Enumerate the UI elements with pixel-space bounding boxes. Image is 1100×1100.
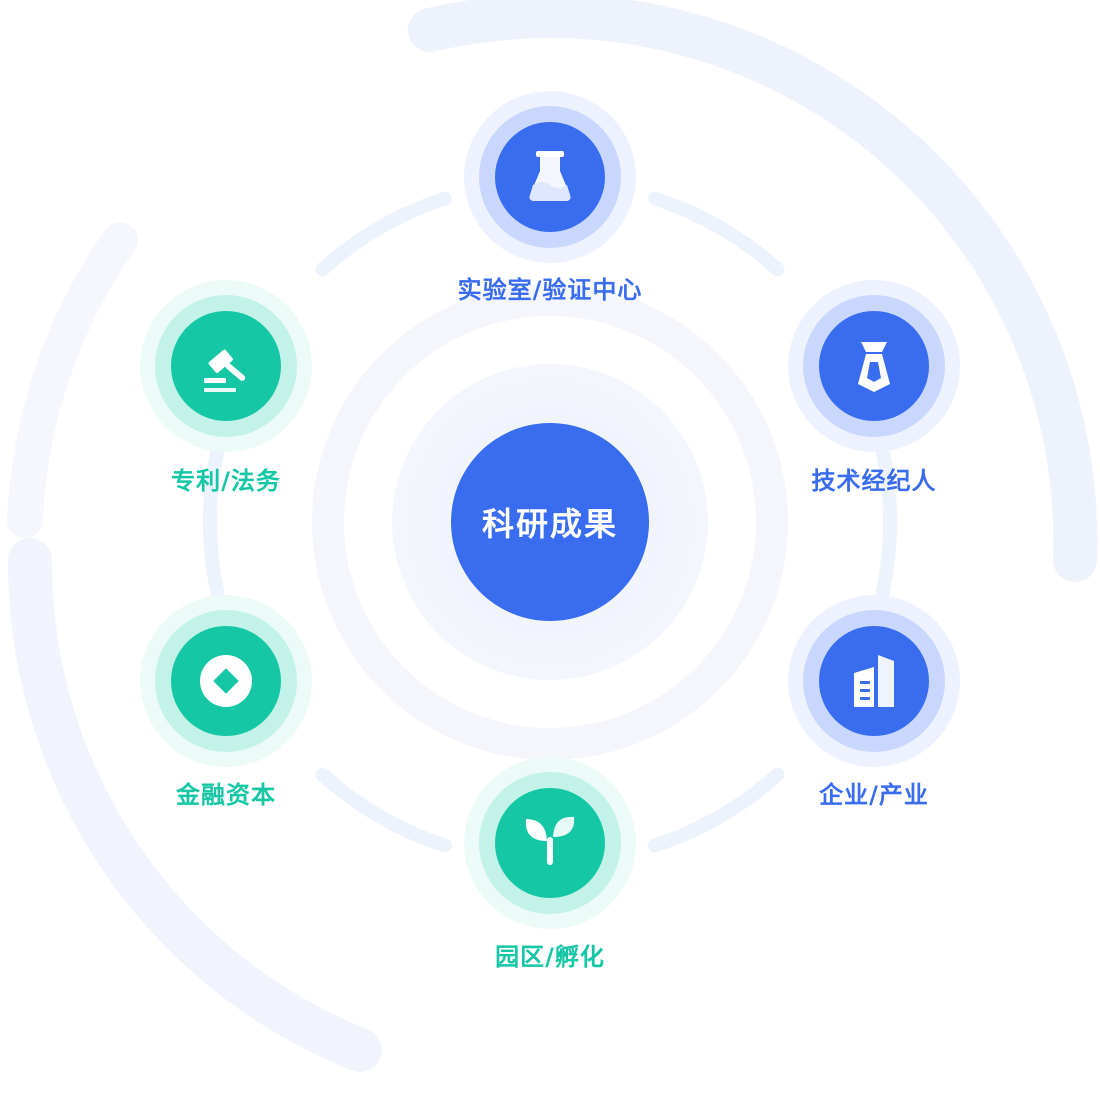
orbit-segment: [202, 444, 225, 600]
sprout-icon: [525, 816, 575, 865]
orbit-segment: [648, 767, 785, 853]
orbit-segment: [315, 191, 452, 277]
orbit-segment: [315, 767, 452, 853]
node-lab: [464, 91, 636, 263]
node-group: [140, 91, 960, 929]
inner-decor-ring: [312, 284, 788, 760]
node-label-lab: 实验室/验证中心: [457, 276, 643, 304]
node-enterprise: [788, 595, 960, 767]
flask-icon: [529, 151, 571, 201]
orbit-ring: [202, 191, 898, 853]
center-title: 科研成果: [481, 505, 619, 543]
node-park: [464, 757, 636, 929]
building-icon: [854, 655, 894, 707]
outer-decor-ring: [7, 0, 1098, 1072]
node-finance: [140, 595, 312, 767]
node-label-enterprise: 企业/产业: [819, 781, 929, 809]
node-label-patent: 专利/法务: [171, 467, 281, 495]
tie-icon: [858, 342, 890, 392]
gavel-icon: [204, 349, 246, 392]
node-broker: [788, 280, 960, 452]
orbit-segment: [648, 191, 785, 277]
center-core: [451, 423, 649, 621]
coin-icon: [200, 655, 252, 707]
orbit-segment: [875, 444, 898, 600]
node-label-broker: 技术经纪人: [811, 467, 937, 495]
node-patent: [140, 280, 312, 452]
node-label-finance: 金融资本: [176, 781, 276, 809]
node-label-park: 园区/孵化: [495, 943, 605, 971]
